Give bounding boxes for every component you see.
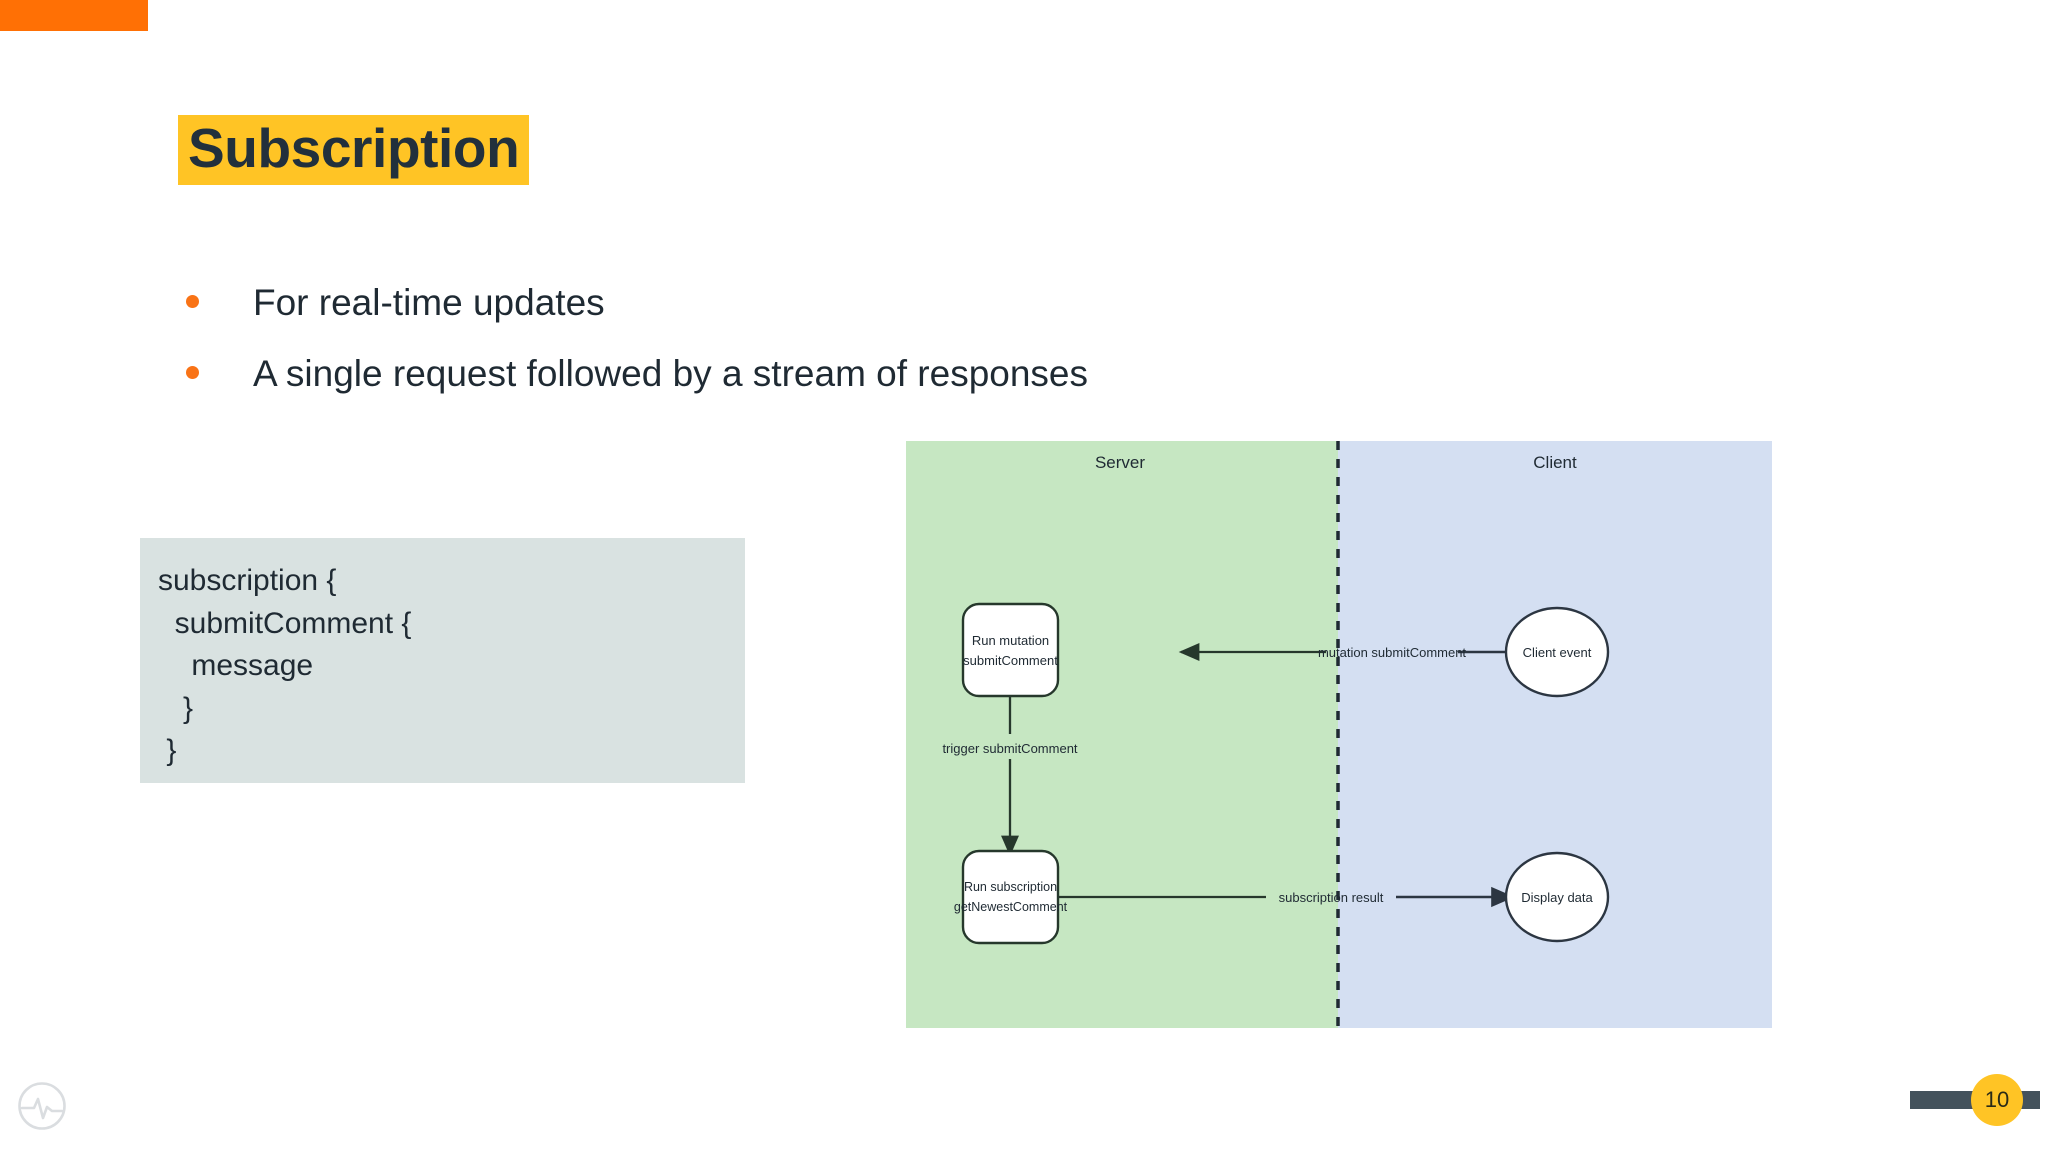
pulse-circle-logo	[16, 1080, 68, 1132]
code-line: message	[158, 649, 314, 683]
page-number: 10	[1971, 1074, 2023, 1126]
page-number-badge: 10	[1900, 1074, 2048, 1126]
node-display-data: Display data	[1504, 851, 1610, 943]
bullet-dot-icon	[186, 295, 199, 308]
page-title: Subscription	[178, 115, 530, 185]
client-panel-label: Client	[1533, 453, 1577, 472]
mutation-edge-label: mutation submitComment	[1318, 645, 1466, 660]
svg-text:submitComment: submitComment	[963, 653, 1058, 668]
code-line: }	[158, 734, 177, 768]
top-left-accent-bar	[0, 0, 148, 31]
code-line: }	[158, 691, 194, 725]
node-run-mutation: Run mutation submitComment	[961, 602, 1060, 698]
svg-text:Run subscription: Run subscription	[964, 880, 1057, 894]
list-item: A single request followed by a stream of…	[186, 351, 1486, 397]
code-line: submitComment {	[158, 606, 412, 640]
node-run-subscription: Run subscription getNewestComment	[954, 849, 1068, 945]
page-title-container: Subscription	[178, 115, 530, 185]
bullet-list: For real-time updates A single request f…	[186, 280, 1486, 423]
subscription-edge-label: subscription result	[1279, 890, 1384, 905]
svg-text:Display data: Display data	[1521, 890, 1593, 905]
trigger-edge-label: trigger submitComment	[942, 741, 1077, 756]
bullet-text: A single request followed by a stream of…	[253, 353, 1089, 395]
subscription-flow-diagram: Server Client mutation submitComment tri…	[906, 441, 1772, 1028]
svg-text:Run mutation: Run mutation	[972, 633, 1049, 648]
code-snippet-block: subscription { submitComment { message }…	[140, 538, 745, 783]
node-client-event: Client event	[1504, 606, 1610, 698]
svg-text:Client event: Client event	[1523, 645, 1592, 660]
svg-text:getNewestComment: getNewestComment	[954, 900, 1068, 914]
list-item: For real-time updates	[186, 280, 1486, 326]
bullet-text: For real-time updates	[253, 282, 605, 323]
bullet-dot-icon	[186, 366, 199, 380]
code-line: subscription {	[158, 564, 337, 597]
server-panel-label: Server	[1095, 453, 1145, 472]
